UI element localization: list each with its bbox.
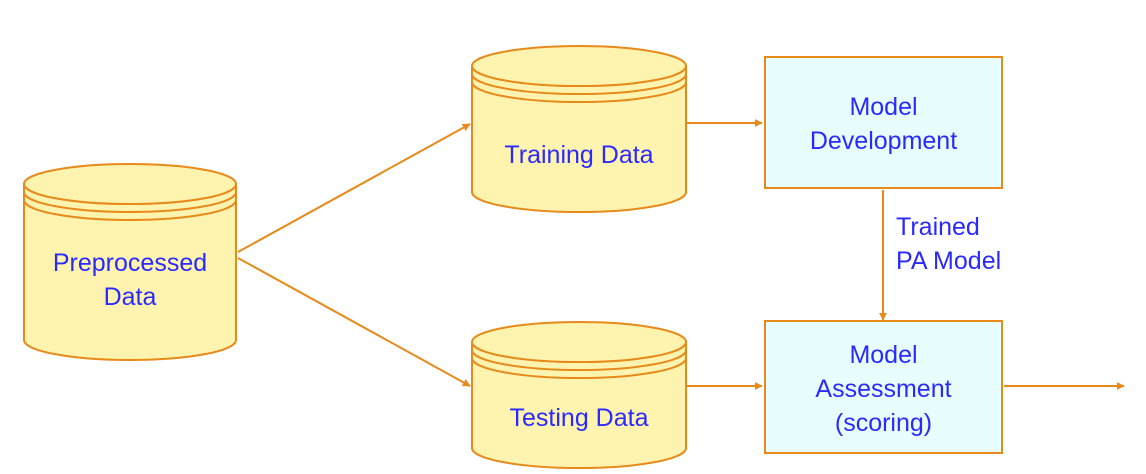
cylinder-disk-rim [471,357,687,379]
training-data-cylinder [471,45,687,213]
cylinder-disk-rim [471,73,687,95]
model-development-box [764,56,1003,189]
arrow-preprocessed-to-training [237,123,471,253]
cylinder-disk-rim [23,191,237,213]
cylinder-top [471,321,687,363]
cylinder-body [23,183,237,361]
cylinder-top [471,45,687,87]
arrow-preprocessed-to-testing [237,257,471,387]
model-assessment-box [764,320,1003,454]
cylinder-disk-rim [23,199,237,221]
cylinder-disk-rim [471,81,687,103]
testing-data-cylinder [471,321,687,469]
cylinder-disk-rim [471,349,687,371]
preprocessed-data-cylinder [23,163,237,361]
cylinder-top [23,163,237,205]
trained-pa-model-label: Trained PA Model [896,213,1002,275]
